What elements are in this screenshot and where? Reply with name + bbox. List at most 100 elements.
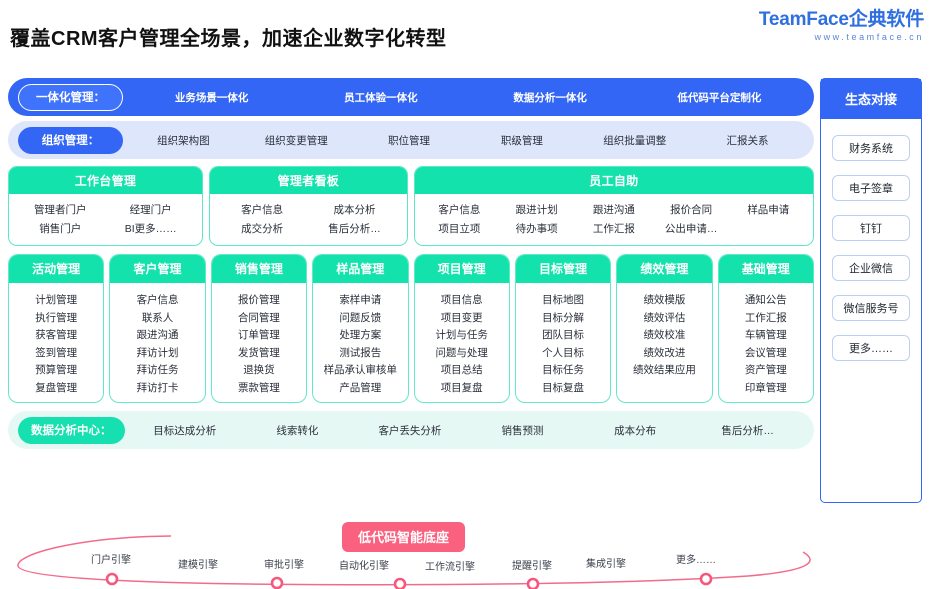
strip-item[interactable]: 组织变更管理 bbox=[264, 134, 328, 147]
card-item[interactable]: 执行管理 bbox=[35, 311, 78, 324]
card-item[interactable]: 退换货 bbox=[243, 364, 275, 377]
strip-pill-data-analysis[interactable]: 数据分析中心： bbox=[18, 416, 125, 444]
card-item[interactable]: 问题与处理 bbox=[435, 346, 488, 359]
card-item[interactable]: 项目变更 bbox=[440, 311, 483, 324]
card-item[interactable]: 印章管理 bbox=[744, 381, 787, 394]
eco-button-e-signature[interactable]: 电子签章 bbox=[832, 175, 910, 201]
strip-pill-organization[interactable]: 组织管理： bbox=[18, 126, 123, 154]
engine-label-integration[interactable]: 集成引擎 bbox=[586, 559, 626, 570]
card-item[interactable]: 计划与任务 bbox=[435, 329, 488, 342]
panel-item[interactable]: 管理者门户 bbox=[33, 204, 87, 216]
card-item[interactable]: 问题反馈 bbox=[339, 311, 382, 324]
card-item[interactable]: 报价管理 bbox=[237, 294, 280, 306]
strip-item[interactable]: 低代码平台定制化 bbox=[677, 91, 762, 104]
panel-item[interactable]: 跟进沟通 bbox=[592, 204, 635, 216]
strip-item[interactable]: 汇报关系 bbox=[726, 134, 769, 147]
card-item[interactable]: 跟进沟通 bbox=[136, 329, 179, 342]
eco-button-finance-system[interactable]: 财务系统 bbox=[832, 135, 910, 161]
engine-label-more[interactable]: 更多…… bbox=[676, 555, 716, 566]
card-item[interactable]: 拜访计划 bbox=[136, 346, 179, 359]
card-item[interactable]: 处理方案 bbox=[339, 329, 382, 342]
panel-item[interactable]: 售后分析… bbox=[328, 223, 381, 235]
strip-item[interactable]: 组织架构图 bbox=[157, 134, 210, 147]
panel-item[interactable]: 项目立项 bbox=[438, 223, 481, 235]
strip-item[interactable]: 业务场景一体化 bbox=[174, 91, 249, 104]
card-item[interactable]: 会议管理 bbox=[744, 346, 787, 359]
engine-label-portal[interactable]: 门户引擎 bbox=[91, 555, 131, 566]
card-item[interactable]: 绩效评估 bbox=[643, 311, 686, 324]
card-item[interactable]: 索样申请 bbox=[339, 294, 382, 306]
card-item[interactable]: 目标任务 bbox=[542, 364, 585, 377]
strip-item[interactable]: 职级管理 bbox=[500, 134, 543, 147]
strip-item[interactable]: 目标达成分析 bbox=[153, 424, 217, 437]
card-item[interactable]: 产品管理 bbox=[339, 381, 382, 394]
strip-item[interactable]: 员工体验一体化 bbox=[344, 91, 418, 104]
engine-label-reminder[interactable]: 提醒引擎 bbox=[512, 561, 552, 572]
strip-item[interactable]: 线索转化 bbox=[276, 424, 319, 437]
card-item[interactable]: 联系人 bbox=[141, 311, 174, 324]
eco-button-more[interactable]: 更多…… bbox=[832, 335, 910, 361]
card-item[interactable]: 目标地图 bbox=[542, 294, 585, 306]
card-item[interactable]: 工作汇报 bbox=[744, 311, 787, 324]
card-item[interactable]: 计划管理 bbox=[35, 294, 78, 306]
card-item[interactable]: 车辆管理 bbox=[744, 329, 787, 342]
strip-item[interactable]: 职位管理 bbox=[388, 134, 431, 147]
strip-pill-integrated[interactable]: 一体化管理： bbox=[18, 83, 123, 111]
card-item[interactable]: 绩效改进 bbox=[643, 346, 686, 359]
card-title: 绩效管理 bbox=[617, 255, 712, 283]
card-item[interactable]: 目标复盘 bbox=[542, 381, 585, 394]
panel-item[interactable]: 成本分析 bbox=[333, 204, 376, 216]
panel-item[interactable]: BI更多…… bbox=[124, 223, 177, 235]
eco-button-dingtalk[interactable]: 钉钉 bbox=[832, 215, 910, 241]
card-item[interactable]: 预算管理 bbox=[35, 364, 78, 377]
strip-item[interactable]: 成本分布 bbox=[614, 424, 657, 437]
card-item[interactable]: 票款管理 bbox=[237, 381, 280, 394]
strip-item[interactable]: 销售预测 bbox=[501, 424, 544, 437]
card-item[interactable]: 通知公告 bbox=[744, 294, 787, 306]
eco-button-wecom[interactable]: 企业微信 bbox=[832, 255, 910, 281]
card-item[interactable]: 团队目标 bbox=[542, 329, 585, 342]
card-item[interactable]: 获客管理 bbox=[35, 329, 78, 342]
card-item[interactable]: 拜访打卡 bbox=[136, 381, 179, 394]
panel-item[interactable]: 报价合同 bbox=[670, 204, 713, 216]
panel-item[interactable]: 公出申请… bbox=[664, 223, 718, 235]
strip-item[interactable]: 售后分析… bbox=[721, 424, 774, 437]
strip-item[interactable]: 组织批量调整 bbox=[603, 134, 667, 147]
card-item[interactable]: 项目复盘 bbox=[440, 381, 483, 394]
panel-item[interactable]: 跟进计划 bbox=[515, 204, 558, 216]
panel-item[interactable]: 成交分析 bbox=[241, 223, 284, 235]
card-item[interactable]: 资产管理 bbox=[744, 364, 787, 377]
engine-label-modeling[interactable]: 建模引擎 bbox=[178, 560, 218, 571]
card-item[interactable]: 项目总结 bbox=[440, 364, 483, 377]
card-item[interactable]: 复盘管理 bbox=[35, 381, 78, 394]
engine-label-approval[interactable]: 审批引擎 bbox=[264, 560, 304, 571]
panel-item[interactable]: 经理门户 bbox=[129, 204, 172, 216]
card-item[interactable]: 样品承认审核单 bbox=[323, 364, 398, 377]
card-item[interactable]: 测试报告 bbox=[339, 346, 382, 359]
strip-organization-management: 组织管理： 组织架构图 组织变更管理 职位管理 职级管理 组织批量调整 汇报关系 bbox=[8, 121, 814, 159]
card-customer-management: 客户管理 客户信息 联系人 跟进沟通 拜访计划 拜访任务 拜访打卡 bbox=[109, 254, 206, 404]
card-item[interactable]: 签到管理 bbox=[35, 346, 78, 359]
card-item[interactable]: 拜访任务 bbox=[136, 364, 179, 377]
card-item[interactable]: 目标分解 bbox=[542, 311, 585, 324]
panel-item[interactable]: 销售门户 bbox=[39, 223, 82, 235]
card-item[interactable]: 个人目标 bbox=[542, 346, 585, 359]
card-item[interactable]: 客户信息 bbox=[136, 294, 179, 306]
card-item[interactable]: 订单管理 bbox=[237, 329, 280, 342]
strip-item[interactable]: 客户丢失分析 bbox=[378, 424, 442, 437]
card-item[interactable]: 绩效结果应用 bbox=[632, 364, 696, 377]
card-item[interactable]: 项目信息 bbox=[440, 294, 483, 306]
card-item[interactable]: 合同管理 bbox=[237, 311, 280, 324]
eco-button-wechat-official[interactable]: 微信服务号 bbox=[832, 295, 910, 321]
engine-label-automation[interactable]: 自动化引擎 bbox=[339, 561, 389, 572]
card-item[interactable]: 发货管理 bbox=[237, 346, 280, 359]
panel-item[interactable]: 客户信息 bbox=[241, 204, 284, 216]
card-item[interactable]: 绩效校准 bbox=[643, 329, 686, 342]
panel-item[interactable]: 工作汇报 bbox=[592, 223, 635, 235]
panel-item[interactable]: 客户信息 bbox=[438, 204, 481, 216]
engine-label-workflow[interactable]: 工作流引擎 bbox=[425, 562, 475, 573]
panel-item[interactable]: 待办事项 bbox=[515, 223, 558, 235]
card-item[interactable]: 绩效模版 bbox=[643, 294, 686, 306]
panel-item[interactable]: 样品申请 bbox=[747, 204, 790, 216]
strip-item[interactable]: 数据分析一体化 bbox=[513, 91, 587, 104]
